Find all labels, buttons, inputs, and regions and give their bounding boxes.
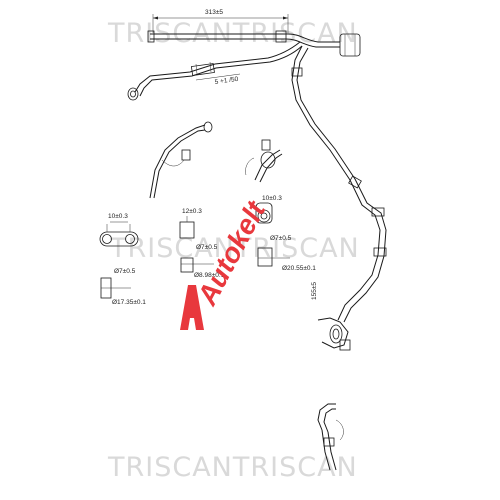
autokelt-logo: Autokelt [191, 195, 272, 311]
logo-mark [180, 285, 204, 330]
fitting1-base-label: Ø17.35±0.1 [112, 299, 146, 306]
pipe-detail-left [149, 121, 213, 199]
watermark-middle: TRISCANTRISCAN [110, 233, 360, 264]
watermark-bottom: TRISCANTRISCAN [108, 452, 358, 483]
bottom-pipe-detail [317, 403, 344, 471]
hose-assembly-right: 155±5 [291, 45, 387, 351]
fitting3-dia-label: Ø7±0.5 [270, 235, 292, 242]
fitting-detail-2: 12±0.3 Ø7±0.5 Ø8.98±0.1 [179, 208, 225, 279]
fitting-detail-3: 10±0.3 Ø7±0.5 Ø20.55±0.1 [255, 195, 316, 272]
fitting3-base-label: Ø20.55±0.1 [282, 265, 316, 272]
fitting-detail-1: 10±0.3 Ø7±0.5 Ø17.35±0.1 [99, 213, 146, 306]
fitting3-top-label: 10±0.3 [262, 195, 282, 202]
overall-length-dimension: 313±5 [152, 9, 289, 33]
fitting-detail-center [245, 139, 283, 183]
fitting2-top-label: 12±0.3 [182, 208, 202, 215]
fitting2-mid-label: Ø7±0.5 [196, 244, 218, 251]
hose-length-label: 5 +1 /50 [214, 76, 239, 86]
fitting1-dia-label: Ø7±0.5 [114, 268, 136, 275]
fitting1-top-label: 10±0.3 [108, 213, 128, 220]
hose-assembly-top: 5 +1 /50 [127, 30, 361, 101]
side-length-label: 155±5 [311, 282, 318, 300]
overall-length-label: 313±5 [205, 9, 223, 16]
logo-text: Autokelt [191, 195, 272, 311]
fitting2-base-label: Ø8.98±0.1 [194, 272, 225, 279]
